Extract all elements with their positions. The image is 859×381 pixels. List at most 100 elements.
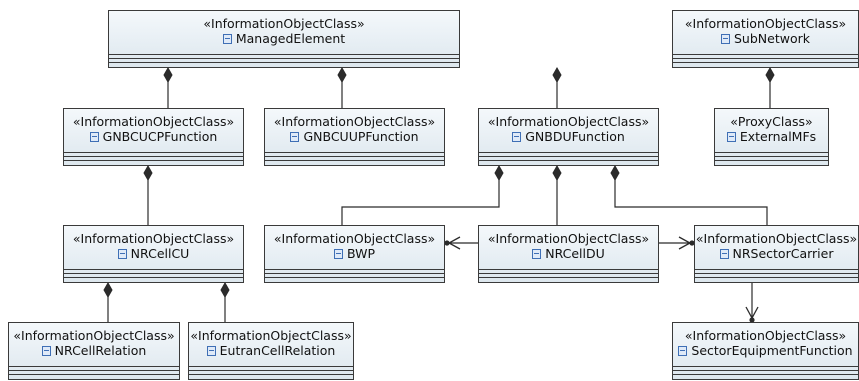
class-icon: [512, 132, 522, 142]
class-name: EutranCellRelation: [219, 343, 336, 358]
class-compartment: [189, 366, 353, 370]
composition-diamond: [103, 281, 113, 299]
composition-edge-gnbdu-nrcelldu[interactable]: [552, 164, 562, 225]
class-name-row: NRCellDU: [479, 246, 658, 261]
class-name: GNBCUCPFunction: [102, 129, 218, 144]
composition-diamond: [765, 66, 775, 84]
class-name-row: BWP: [265, 246, 444, 261]
class-box-eutrancellrelation[interactable]: «InformationObjectClass»EutranCellRelati…: [188, 322, 354, 380]
class-compartment: [715, 156, 828, 160]
class-icon: [726, 132, 736, 142]
class-compartment: [64, 160, 243, 164]
class-icon: [333, 249, 343, 259]
class-box-subnetwork[interactable]: «InformationObjectClass»SubNetwork: [672, 10, 859, 68]
composition-diamond: [552, 164, 562, 182]
class-icon: [290, 132, 300, 142]
class-box-sectorequipmentfunction[interactable]: «InformationObjectClass»SectorEquipmentF…: [672, 322, 859, 380]
class-compartment: [673, 366, 858, 370]
class-stereotype: «InformationObjectClass»: [684, 16, 847, 31]
composition-edge-gnbdu-nrsectorcarrier[interactable]: [610, 164, 768, 225]
class-header: «InformationObjectClass»SectorEquipmentF…: [673, 323, 858, 358]
class-header: «InformationObjectClass»EutranCellRelati…: [189, 323, 353, 358]
association-edge-nrcelldu-nrsectorcarrier[interactable]: [659, 236, 695, 250]
class-stereotype: «InformationObjectClass»: [273, 231, 436, 246]
class-compartment: [673, 62, 858, 66]
class-compartment: [64, 273, 243, 277]
class-name: NRCellCU: [130, 246, 190, 261]
edge-line: [614, 166, 768, 225]
class-box-nrcellcu[interactable]: «InformationObjectClass»NRCellCU: [63, 225, 244, 283]
composition-diamond: [220, 281, 230, 299]
class-box-nrcelldu[interactable]: «InformationObjectClass»NRCellDU: [478, 225, 659, 283]
composition-edge-subnetwork-external-mfs[interactable]: [765, 66, 775, 108]
class-stereotype: «ProxyClass»: [730, 114, 813, 129]
composition-edge-managed-element-gnbcucp[interactable]: [163, 66, 173, 108]
class-box-managed-element[interactable]: «InformationObjectClass»ManagedElement: [108, 10, 460, 68]
class-stereotype: «InformationObjectClass»: [695, 231, 858, 246]
composition-diamond: [552, 66, 562, 84]
class-compartment: [265, 152, 444, 156]
class-compartment: [673, 58, 858, 62]
class-icon: [117, 249, 127, 259]
association-edge-nrcelldu-bwp[interactable]: [444, 236, 478, 250]
ownership-dot: [689, 240, 695, 246]
class-compartment: [673, 370, 858, 374]
class-box-gnbcucp[interactable]: «InformationObjectClass»GNBCUCPFunction: [63, 108, 244, 166]
composition-edge-gnbdu-bwp[interactable]: [341, 164, 504, 225]
class-name-row: GNBCUUPFunction: [265, 129, 444, 144]
class-compartment: [9, 374, 179, 378]
class-box-bwp[interactable]: «InformationObjectClass»BWP: [264, 225, 445, 283]
class-header: «InformationObjectClass»SubNetwork: [673, 11, 858, 46]
class-header: «InformationObjectClass»NRSectorCarrier: [695, 226, 858, 261]
composition-edge-nrcellcu-nrcellrelation[interactable]: [103, 281, 113, 322]
class-header: «InformationObjectClass»NRCellCU: [64, 226, 243, 261]
class-name-row: EutranCellRelation: [189, 343, 353, 358]
class-compartment: [109, 58, 459, 62]
class-icon: [721, 34, 730, 44]
class-compartment: [695, 273, 858, 277]
class-stereotype: «InformationObjectClass»: [203, 16, 365, 31]
class-compartment: [109, 54, 459, 58]
class-box-external-mfs[interactable]: «ProxyClass»ExternalMFs: [714, 108, 829, 166]
class-icon: [206, 346, 216, 356]
class-compartment: [64, 156, 243, 160]
composition-edge-gnbcucp-nrcellcu[interactable]: [143, 164, 153, 225]
class-compartment: [479, 277, 658, 281]
class-compartment: [695, 277, 858, 281]
class-stereotype: «InformationObjectClass»: [487, 114, 650, 129]
class-box-gnbdu[interactable]: «InformationObjectClass»GNBDUFunction: [478, 108, 659, 166]
class-box-gnbcuup[interactable]: «InformationObjectClass»GNBCUUPFunction: [264, 108, 445, 166]
class-name: NRCellDU: [545, 246, 605, 261]
class-name-row: ExternalMFs: [715, 129, 828, 144]
class-header: «InformationObjectClass»GNBDUFunction: [479, 109, 658, 144]
class-name-row: SubNetwork: [673, 31, 858, 46]
class-compartment: [715, 152, 828, 156]
composition-edge-managed-element-gnbdu[interactable]: [552, 66, 562, 108]
class-stereotype: «InformationObjectClass»: [72, 231, 235, 246]
class-name-row: GNBDUFunction: [479, 129, 658, 144]
class-name: SubNetwork: [734, 31, 810, 46]
class-name: BWP: [346, 246, 376, 261]
class-compartment: [479, 156, 658, 160]
class-name: GNBCUUPFunction: [303, 129, 419, 144]
class-box-nrsectorcarrier[interactable]: «InformationObjectClass»NRSectorCarrier: [694, 225, 859, 283]
class-compartment: [265, 277, 444, 281]
class-box-nrcellrelation[interactable]: «InformationObjectClass»NRCellRelation: [8, 322, 180, 380]
association-edge-nrsectorcarrier-sectorequipmentfunction[interactable]: [745, 283, 759, 323]
class-compartment: [64, 152, 243, 156]
class-header: «ProxyClass»ExternalMFs: [715, 109, 828, 144]
class-compartment: [265, 156, 444, 160]
class-compartment: [479, 160, 658, 164]
composition-edge-nrcellcu-eutrancellrelation[interactable]: [220, 281, 230, 322]
composition-diamond: [337, 66, 347, 84]
class-compartment: [715, 160, 828, 164]
composition-edge-managed-element-gnbcuup[interactable]: [337, 66, 347, 108]
class-header: «InformationObjectClass»GNBCUCPFunction: [64, 109, 243, 144]
class-name: ManagedElement: [235, 31, 346, 46]
class-name-row: GNBCUCPFunction: [64, 129, 243, 144]
class-header: «InformationObjectClass»ManagedElement: [109, 11, 459, 46]
ownership-dot: [749, 317, 755, 323]
composition-diamond: [494, 164, 504, 182]
class-compartment: [189, 374, 353, 378]
